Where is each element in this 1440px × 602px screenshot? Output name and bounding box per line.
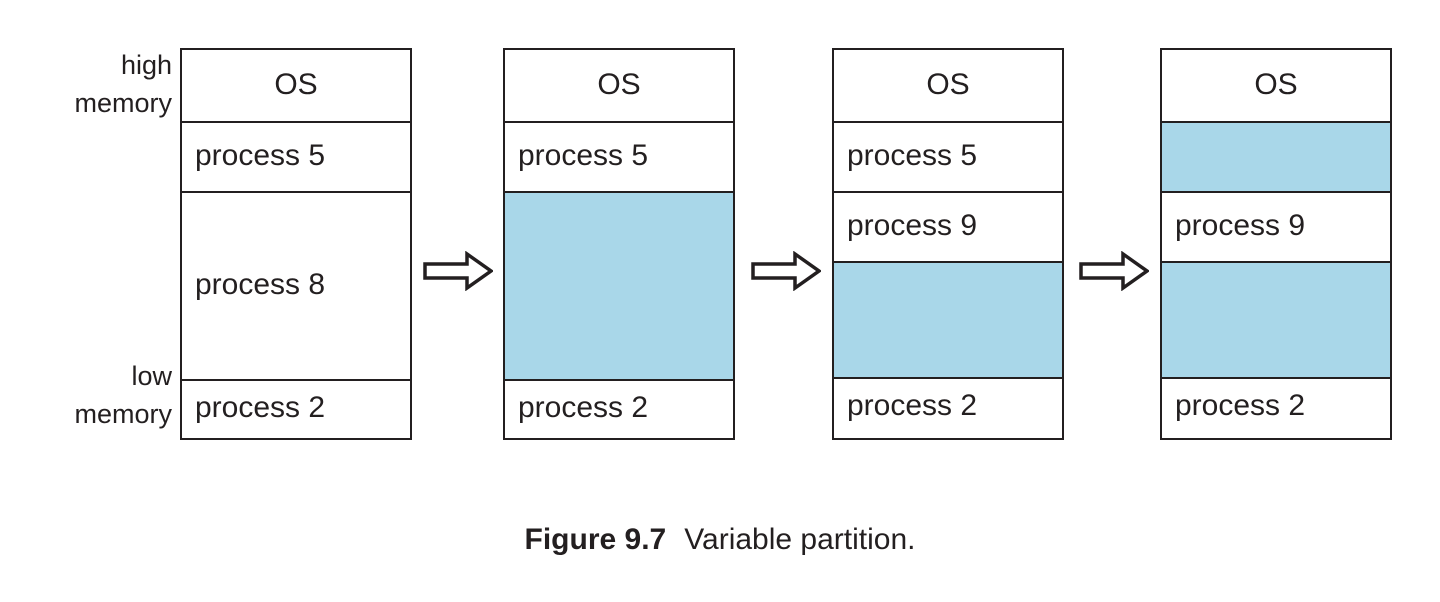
memory-block: process 2 xyxy=(834,379,1062,434)
memory-block: process 5 xyxy=(834,123,1062,193)
memory-block: OS xyxy=(182,50,410,123)
memory-block-label: process 8 xyxy=(195,268,326,301)
memory-column-1: OS process 5 process 8 process 2 xyxy=(180,48,412,440)
memory-block: process 5 xyxy=(182,123,410,193)
memory-column-4: OS process 9 process 2 xyxy=(1160,48,1392,440)
free-memory-block xyxy=(505,193,733,381)
memory-block-label: OS xyxy=(597,67,641,101)
memory-block-label xyxy=(1162,319,1175,321)
figure-title: Variable partition. xyxy=(684,523,916,556)
memory-block-label: OS xyxy=(926,67,970,101)
arrow-right-icon-3 xyxy=(1079,251,1149,291)
free-memory-block xyxy=(1162,263,1390,379)
memory-block-label: process 9 xyxy=(847,209,978,242)
memory-block: process 9 xyxy=(1162,193,1390,263)
free-memory-block xyxy=(834,263,1062,379)
memory-block: OS xyxy=(834,50,1062,123)
memory-block-label xyxy=(1162,156,1175,158)
memory-block-label: process 5 xyxy=(518,139,649,172)
memory-block: process 2 xyxy=(1162,379,1390,434)
arrow-right-icon-2 xyxy=(751,251,821,291)
figure-number: Figure 9.7 xyxy=(524,523,667,556)
memory-block: process 9 xyxy=(834,193,1062,263)
memory-block-label: OS xyxy=(274,67,318,101)
memory-column-2: OS process 5 process 2 xyxy=(503,48,735,440)
memory-block-label xyxy=(505,285,518,287)
memory-block: process 8 xyxy=(182,193,410,381)
memory-block-label: process 2 xyxy=(518,390,649,424)
memory-block-label: process 5 xyxy=(847,139,978,172)
arrow-right-icon-1 xyxy=(423,251,493,291)
low-memory-label: low memory xyxy=(74,361,172,429)
memory-block-label xyxy=(834,319,847,321)
memory-block: OS xyxy=(505,50,733,123)
figure-caption: Figure 9.7 Variable partition. xyxy=(0,523,1440,557)
memory-block: process 2 xyxy=(505,381,733,436)
memory-block-label: process 2 xyxy=(195,390,326,424)
memory-block-label: process 2 xyxy=(847,388,978,422)
memory-block-label: process 9 xyxy=(1175,209,1306,242)
memory-column-3: OS process 5 process 9 process 2 xyxy=(832,48,1064,440)
memory-block: process 5 xyxy=(505,123,733,193)
memory-block-label: process 2 xyxy=(1175,388,1306,422)
memory-block: OS xyxy=(1162,50,1390,123)
memory-block-label: process 5 xyxy=(195,139,326,172)
free-memory-block xyxy=(1162,123,1390,193)
memory-block: process 2 xyxy=(182,381,410,436)
memory-block-label: OS xyxy=(1254,67,1298,101)
high-memory-label: high memory xyxy=(74,50,172,118)
